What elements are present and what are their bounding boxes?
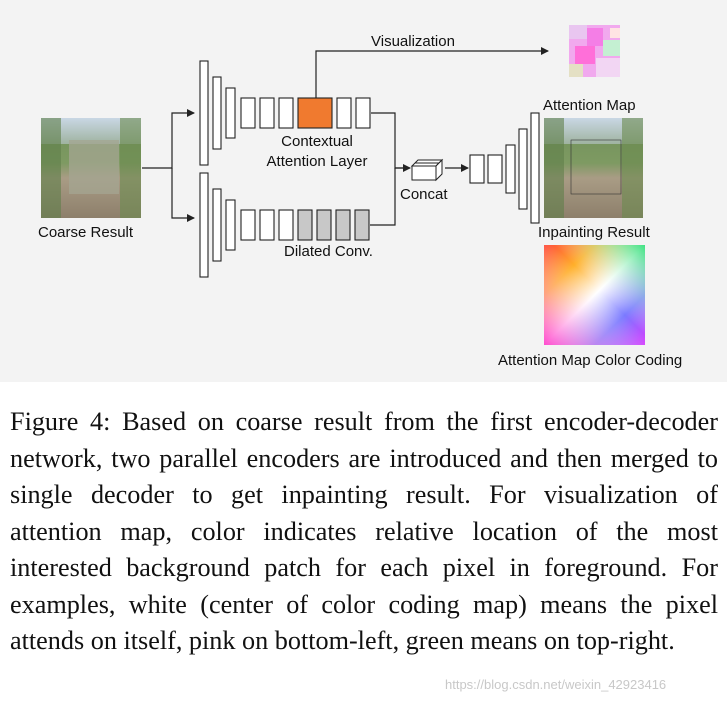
coarse-result-label: Coarse Result xyxy=(38,224,134,241)
contextual-branch xyxy=(199,60,371,166)
decoder xyxy=(469,112,540,224)
coarse-result-image xyxy=(41,118,141,218)
bottom-merge-line xyxy=(370,168,396,226)
inpainting-result-label: Inpainting Result xyxy=(538,224,650,241)
visualization-arrow xyxy=(315,47,549,98)
figure-caption: Figure 4: Based on coarse result from th… xyxy=(10,407,718,655)
dilated-branch xyxy=(199,172,370,278)
visualization-label: Visualization xyxy=(371,33,455,50)
attention-map-label: Attention Map xyxy=(543,97,636,114)
arrow-to-top-encoder xyxy=(142,109,195,169)
color-coding-label: Attention Map Color Coding xyxy=(498,352,683,369)
color-coding-map xyxy=(544,245,645,345)
contextual-attention-block xyxy=(297,97,333,129)
concat-label: Concat xyxy=(400,186,448,203)
attention-visualization-image xyxy=(569,25,620,77)
arrow-to-bottom-encoder xyxy=(171,168,195,222)
dilated-conv-label: Dilated Conv. xyxy=(284,243,373,260)
watermark: https://blog.csdn.net/weixin_42923416 xyxy=(445,677,667,692)
inpainting-result-image xyxy=(544,118,643,218)
network-diagram xyxy=(41,25,645,345)
contextual-attention-label: Contextual Attention Layer xyxy=(266,133,368,170)
concat-block xyxy=(410,158,444,182)
